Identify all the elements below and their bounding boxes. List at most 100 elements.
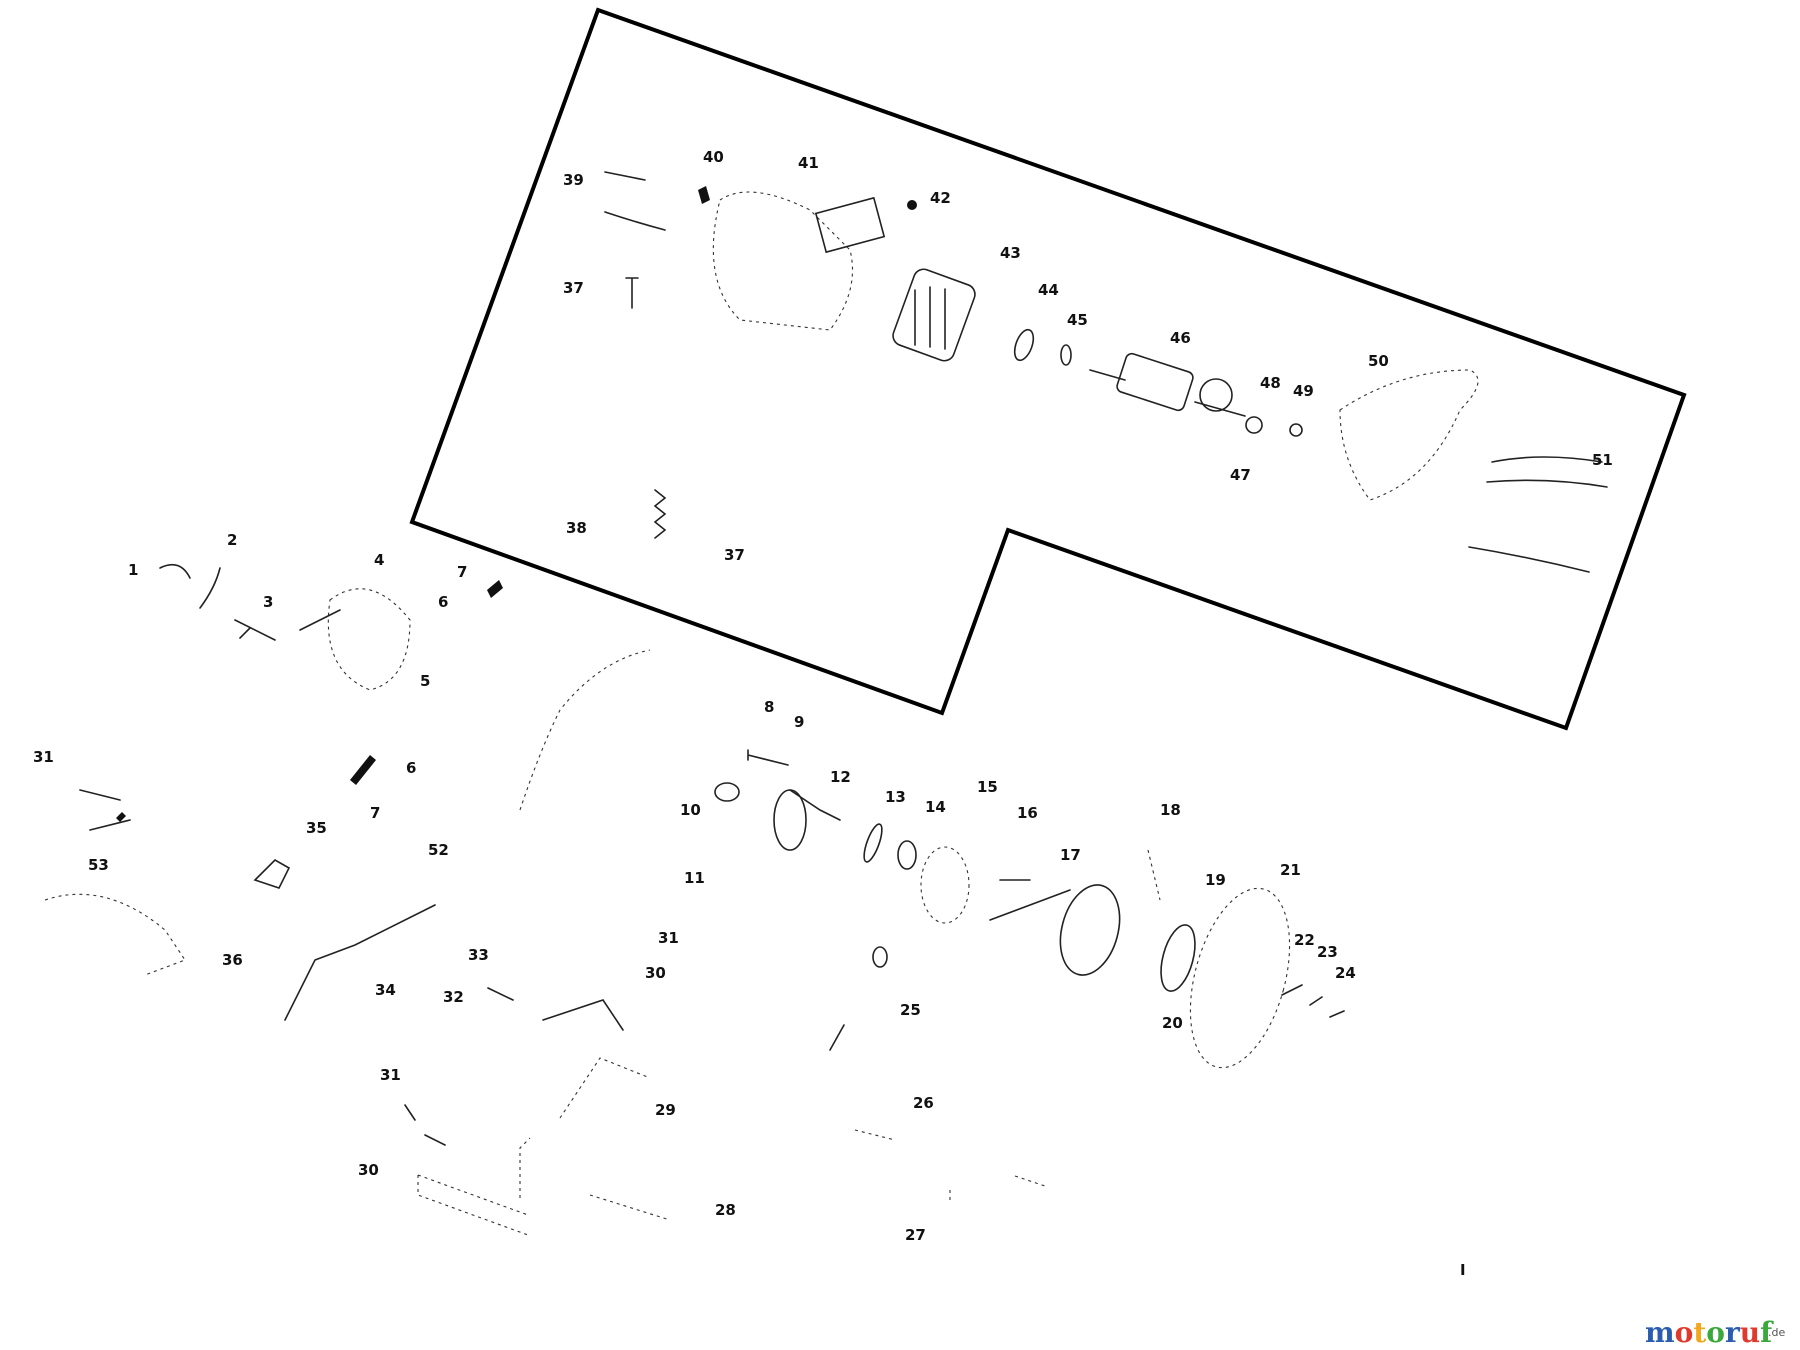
part-label-44: 44 [1038, 281, 1059, 299]
watermark-letter: o [1675, 1316, 1694, 1349]
part-label-49: 49 [1293, 382, 1314, 400]
part-26-27-clamp [854, 1129, 1046, 1200]
part-label-35: 35 [306, 819, 327, 837]
part-47-48-49-bearings [1245, 416, 1303, 437]
part-label-10: 10 [680, 801, 701, 819]
figure-marker-I: I [1460, 1261, 1466, 1279]
part-label-23: 23 [1317, 943, 1338, 961]
part-15-flange [920, 846, 970, 924]
part-label-53: 53 [88, 856, 109, 874]
part-label-8: 8 [764, 698, 774, 716]
part-label-48: 48 [1260, 374, 1281, 392]
part-label-18: 18 [1160, 801, 1181, 819]
part-label-31c: 31 [33, 748, 54, 766]
part-34-arm [284, 904, 436, 1021]
part-36-base [44, 789, 186, 976]
part-25-screw [829, 946, 888, 1051]
part-label-45: 45 [1067, 311, 1088, 329]
part-label-38: 38 [566, 519, 587, 537]
motor-assembly-boundary [409, 7, 1687, 731]
part-21-saw-blade [1189, 887, 1291, 1069]
part-52-cable [519, 649, 651, 811]
part-38-spring [653, 489, 667, 539]
part-label-43: 43 [1000, 244, 1021, 262]
part-label-6b: 6 [406, 759, 416, 777]
part-label-34: 34 [375, 981, 396, 999]
part-4-guard [299, 588, 411, 691]
part-42-brush-holder [814, 196, 917, 254]
part-label-22: 22 [1294, 931, 1315, 949]
part-label-30b: 30 [358, 1161, 379, 1179]
watermark-letter: o [1706, 1316, 1725, 1349]
part-label-31a: 31 [658, 929, 679, 947]
part-label-17: 17 [1060, 846, 1081, 864]
part-6-7-bolt [350, 580, 503, 785]
part-30-31-base-plate [404, 1104, 529, 1236]
part-39-cord [604, 171, 666, 231]
part-1-2-lever [159, 563, 221, 609]
part-53-screw [116, 812, 126, 822]
part-label-40: 40 [703, 148, 724, 166]
part-43-stator [892, 268, 976, 362]
watermark-tld: .de [1768, 1326, 1785, 1339]
part-label-30a: 30 [645, 964, 666, 982]
part-label-14: 14 [925, 798, 946, 816]
part-label-51: 51 [1592, 451, 1613, 469]
watermark-brand: motoruf [1645, 1316, 1774, 1349]
watermark-letter: f [1760, 1316, 1774, 1349]
watermark-letter: t [1693, 1316, 1706, 1349]
part-label-19: 19 [1205, 871, 1226, 889]
part-45-washer [1060, 344, 1072, 366]
part-label-13: 13 [885, 788, 906, 806]
part-29-bracket [519, 1057, 651, 1198]
part-label-20: 20 [1162, 1014, 1183, 1032]
part-label-11: 11 [684, 869, 705, 887]
part-label-31b: 31 [380, 1066, 401, 1084]
part-label-47: 47 [1230, 466, 1251, 484]
part-51-wires [1468, 456, 1608, 573]
part-13-14-washers [863, 823, 917, 870]
part-3-pin [234, 619, 276, 641]
part-10-11-bearing [714, 782, 740, 802]
part-19-ring [1059, 884, 1121, 976]
part-41-housing [712, 191, 853, 331]
part-20-flange [1160, 924, 1196, 992]
part-label-16: 16 [1017, 804, 1038, 822]
part-label-4: 4 [374, 551, 384, 569]
part-label-42: 42 [930, 189, 951, 207]
part-label-39: 39 [563, 171, 584, 189]
part-label-50: 50 [1368, 352, 1389, 370]
part-32-33-link [487, 987, 624, 1031]
part-16-17-spindle [989, 879, 1071, 921]
part-label-5: 5 [420, 672, 430, 690]
part-label-32: 32 [443, 988, 464, 1006]
part-label-28: 28 [715, 1201, 736, 1219]
part-label-7a: 7 [457, 563, 467, 581]
part-label-36: 36 [222, 951, 243, 969]
part-label-21: 21 [1280, 861, 1301, 879]
part-35-knob [253, 859, 291, 889]
part-label-41: 41 [798, 154, 819, 172]
part-label-37b: 37 [724, 546, 745, 564]
part-37-screw [625, 277, 639, 309]
part-label-3: 3 [263, 593, 273, 611]
watermark-letter: u [1740, 1316, 1760, 1349]
part-label-7b: 7 [370, 804, 380, 822]
part-label-33: 33 [468, 946, 489, 964]
watermark-logo: motoruf .de [1645, 1316, 1785, 1349]
part-label-9: 9 [794, 713, 804, 731]
part-label-27: 27 [905, 1226, 926, 1244]
part-label-52: 52 [428, 841, 449, 859]
part-50-handle [1339, 369, 1479, 501]
part-label-24: 24 [1335, 964, 1356, 982]
part-40-clip [698, 186, 710, 204]
watermark-letter: r [1725, 1316, 1741, 1349]
part-18-pin [1147, 849, 1161, 901]
part-label-46: 46 [1170, 329, 1191, 347]
part-label-1: 1 [128, 561, 138, 579]
part-46-armature [1089, 352, 1246, 417]
part-label-25: 25 [900, 1001, 921, 1019]
part-8-9-screw [747, 749, 789, 766]
part-label-2: 2 [227, 531, 237, 549]
part-label-12: 12 [830, 768, 851, 786]
